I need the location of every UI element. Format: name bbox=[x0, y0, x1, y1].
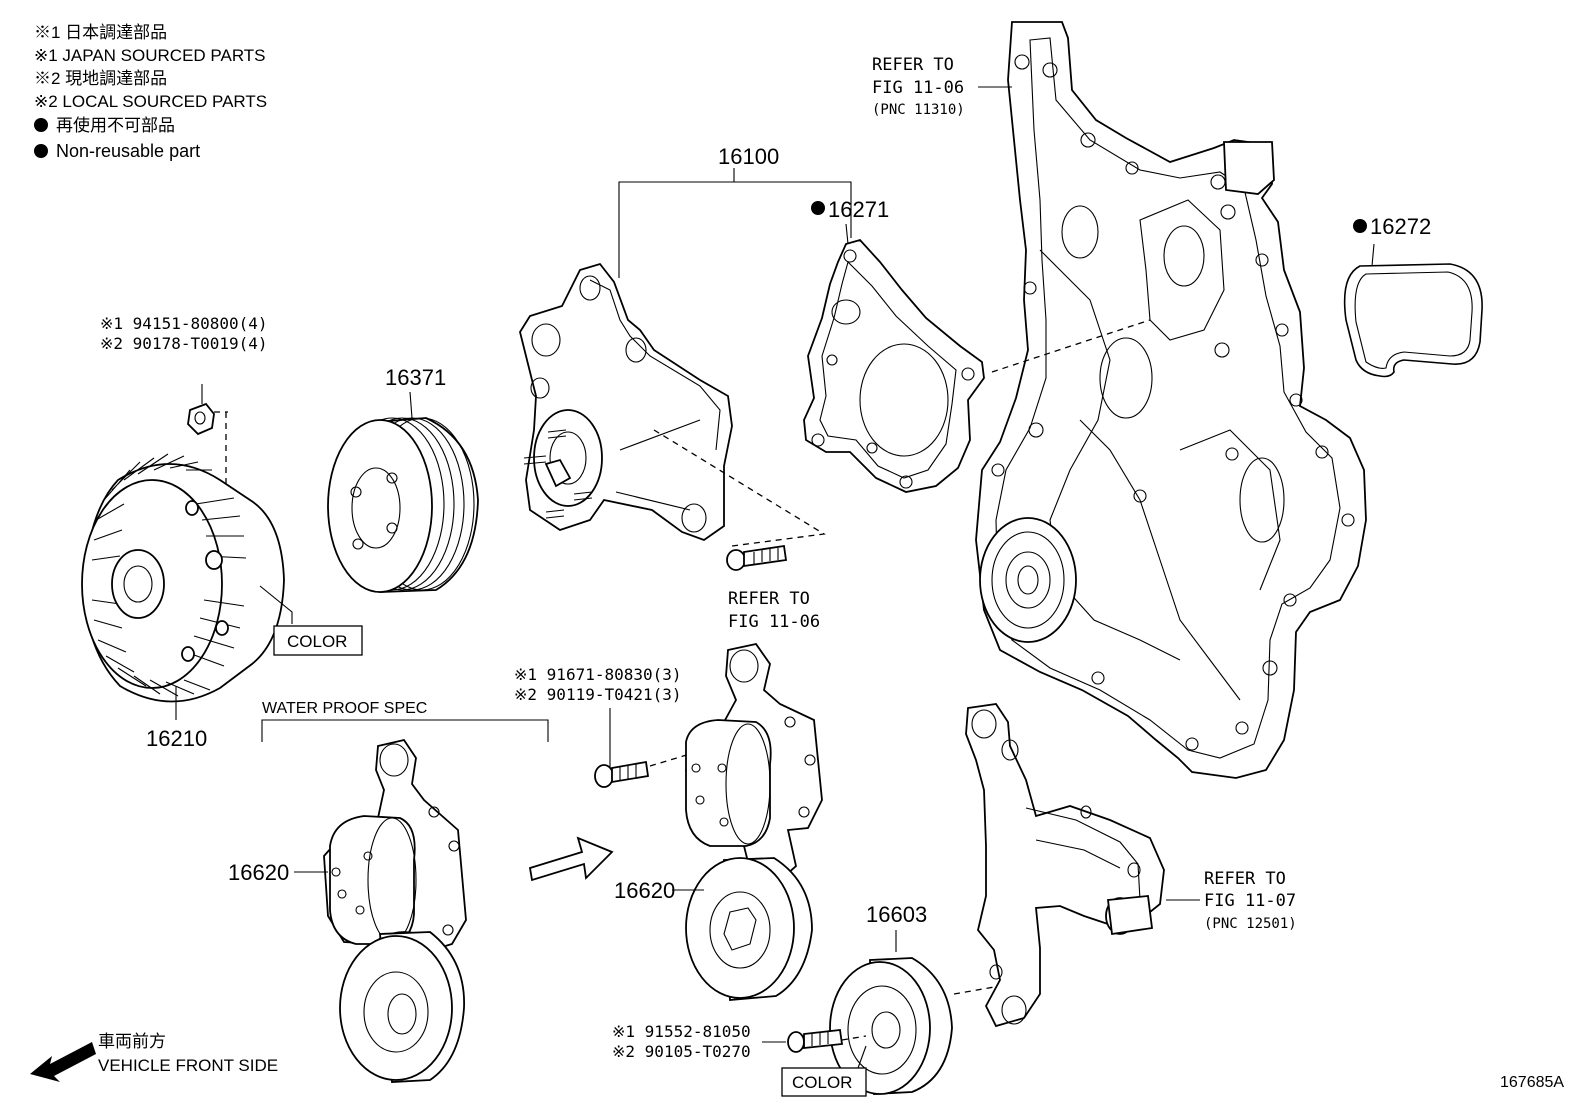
ref-fig-11-06-mid: REFER TO FIG 11-06 bbox=[728, 589, 820, 632]
timing-chain-cover bbox=[975, 21, 1367, 779]
label-16210: 16210 bbox=[146, 726, 207, 751]
legend: ※1 日本調達部品 ※1 JAPAN SOURCED PARTS ※2 現地調達… bbox=[34, 23, 267, 161]
pulley-16371: 16371 bbox=[327, 365, 479, 593]
water-proof-label: WATER PROOF SPEC bbox=[262, 700, 427, 717]
ref-line: REFER TO bbox=[728, 589, 810, 609]
label-16272: 16272 bbox=[1370, 214, 1431, 239]
arrow-right-icon bbox=[528, 836, 614, 882]
fan-clutch-16210: 16210 ※1 94151-80800(4) ※2 90178-T0019(4… bbox=[81, 314, 363, 751]
bolt-water-pump bbox=[726, 544, 788, 571]
label-16271: 16271 bbox=[828, 197, 889, 222]
ref-line: FIG 11-07 bbox=[1204, 891, 1296, 911]
ref-line: FIG 11-06 bbox=[872, 78, 964, 98]
legend-line-2: ※1 JAPAN SOURCED PARTS bbox=[34, 46, 266, 65]
ref-line: REFER TO bbox=[1204, 869, 1286, 889]
idler-bracket bbox=[965, 703, 1165, 1028]
label-16620-b: 16620 bbox=[614, 878, 675, 903]
tensioner-waterproof-16620: WATER PROOF SPEC 16620 bbox=[228, 700, 549, 1083]
ref-line: (PNC 11310) bbox=[872, 102, 965, 118]
ref-fig-11-07: REFER TO FIG 11-07 (PNC 12501) bbox=[1166, 869, 1297, 932]
label-16603: 16603 bbox=[866, 902, 927, 927]
ref-line: (PNC 12501) bbox=[1204, 916, 1297, 932]
non-reusable-icon bbox=[1353, 219, 1367, 233]
water-pump-16100: 16100 bbox=[519, 144, 852, 542]
bolt1-part-2: ※2 90119-T0421(3) bbox=[514, 685, 682, 704]
color-tag-label: COLOR bbox=[792, 1073, 852, 1092]
legend-line-5: 再使用不可部品 bbox=[56, 115, 175, 135]
diagram-id: 167685A bbox=[1500, 1074, 1564, 1091]
arrow-front-icon bbox=[30, 1042, 96, 1082]
legend-line-6: Non-reusable part bbox=[56, 141, 200, 161]
bolt2-part-1: ※1 91552-81050 bbox=[612, 1022, 751, 1041]
bullet-icon bbox=[34, 118, 48, 132]
alignment-line bbox=[991, 319, 1151, 373]
label-16100: 16100 bbox=[718, 144, 779, 169]
vehicle-front-indicator: 車両前方 VEHICLE FRONT SIDE bbox=[30, 1032, 278, 1082]
legend-line-4: ※2 LOCAL SOURCED PARTS bbox=[34, 92, 267, 111]
front-label-jp: 車両前方 bbox=[98, 1032, 166, 1051]
ref-fig-11-06-top: REFER TO FIG 11-06 (PNC 11310) bbox=[872, 55, 1012, 118]
bolt1-part-1: ※1 91671-80830(3) bbox=[514, 665, 682, 684]
o-ring-16272: 16272 bbox=[1343, 214, 1483, 378]
legend-line-3: ※2 現地調達部品 bbox=[34, 69, 167, 88]
non-reusable-icon bbox=[811, 201, 825, 215]
nut-part-2: ※2 90178-T0019(4) bbox=[100, 334, 268, 353]
tensioner-16620: ※1 91671-80830(3) ※2 90119-T0421(3) 1662… bbox=[514, 642, 823, 1001]
ref-line: REFER TO bbox=[872, 55, 954, 75]
idler-pulley-16603: 16603 ※1 91552-81050 ※2 90105-T0270 COLO… bbox=[612, 902, 1001, 1097]
bullet-icon bbox=[34, 144, 48, 158]
color-tag bbox=[273, 625, 363, 656]
color-tag-label: COLOR bbox=[287, 632, 347, 651]
label-16371: 16371 bbox=[385, 365, 446, 390]
alignment-line bbox=[653, 429, 826, 547]
front-label-en: VEHICLE FRONT SIDE bbox=[98, 1056, 278, 1075]
label-16620-a: 16620 bbox=[228, 860, 289, 885]
legend-line-1: ※1 日本調達部品 bbox=[34, 23, 167, 42]
gasket-16271: 16271 bbox=[803, 197, 985, 493]
color-tag bbox=[781, 1067, 867, 1097]
bolt2-part-2: ※2 90105-T0270 bbox=[612, 1042, 751, 1061]
nut-part-1: ※1 94151-80800(4) bbox=[100, 314, 268, 333]
ref-line: FIG 11-06 bbox=[728, 612, 820, 632]
